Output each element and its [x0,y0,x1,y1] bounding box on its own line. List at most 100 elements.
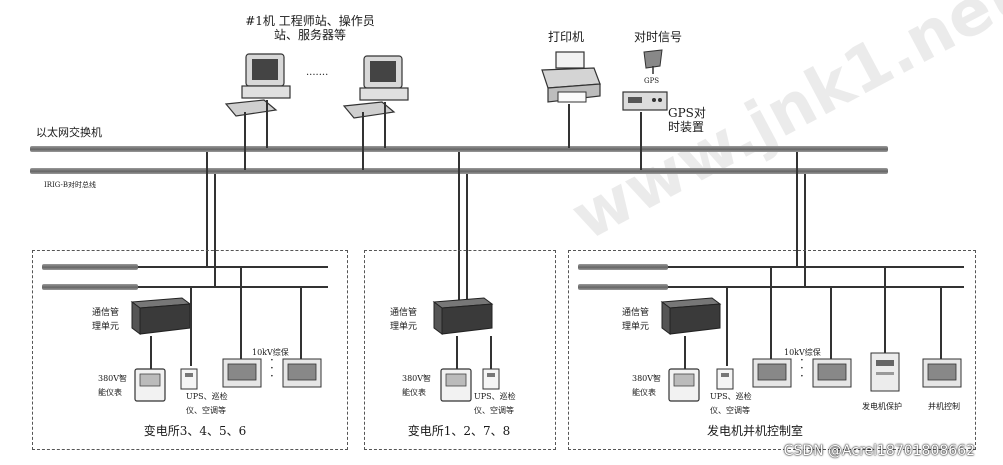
connector-line [726,286,728,366]
communication-unit-icon [660,297,722,335]
zone-bus [42,264,138,270]
dots-icon: ··· [800,353,804,383]
ellipsis-label: ....... [306,67,329,78]
watermark: www.jnk1.net [560,0,1003,256]
printer-icon [541,51,601,103]
grid-control-label: 并机控制 [928,402,960,411]
ups-icon [482,368,500,390]
zone-3-title: 发电机并机控制室 [706,424,803,438]
zone-bus [578,264,668,270]
connector-line [362,112,364,170]
zone-1-title: 变电所3、4、5、6 [143,424,247,438]
meter-label: 380V智 能仪表 [402,372,431,400]
workstations-label-line1: #1机 工程师站、操作员 [245,14,375,28]
meter-label-line2: 能仪表 [402,388,426,397]
protection-relay-icon [752,358,792,388]
zone-bus [578,284,668,290]
workstations-label: #1机 工程师站、操作员 站、服务器等 [240,14,380,42]
ups-label-line1: UPS、巡检 [474,392,516,401]
zone-bus-line [668,266,964,268]
protect-10kv-label: 10kV综保 [252,348,289,357]
grid-control-icon [922,358,962,388]
gps-antenna-icon [643,49,663,74]
gen-protect-label: 发电机保护 [862,402,902,411]
ups-icon [180,368,198,390]
csdn-signature: CSDN @Acrel18701808662 [783,443,975,459]
comm-unit-label: 通信管 理单元 [92,306,119,334]
meter-label: 380V智 能仪表 [98,372,127,400]
ups-label-line2: 仪、空调等 [474,406,514,415]
dots-icon: ··· [270,353,274,383]
riser-line [206,152,208,266]
gps-antenna-label: GPS [644,77,660,85]
riser-line [796,152,798,266]
communication-unit-icon [432,297,494,335]
generator-protection-icon [870,352,900,392]
connector-line [830,286,832,360]
connector-line [150,336,152,370]
meter-label-line2: 能仪表 [632,388,656,397]
gps-device-label-line2: 时装置 [668,120,705,134]
comm-unit-label: 通信管 理单元 [622,306,649,334]
connector-line [684,336,686,370]
workstation-icon [224,53,291,117]
connector-line [490,336,492,370]
comm-unit-label-line1: 通信管 [92,308,120,318]
printer-label: 打印机 [548,30,585,44]
workstation-icon [342,55,409,119]
gps-device-label-line1: GPS对 [668,106,706,120]
protect-10kv-label: 10kV综保 [784,348,821,357]
zone-bus-line [138,286,328,288]
connector-line [240,266,242,360]
riser-line [214,174,216,286]
ups-label: UPS、巡检 仪、空调等 [710,390,752,418]
communication-unit-icon [130,297,192,335]
protection-relay-icon [282,358,322,388]
connector-line [940,286,942,360]
comm-unit-label-line1: 通信管 [390,308,418,318]
comm-unit-label: 通信管 理单元 [390,306,417,334]
gps-device-icon [622,91,668,111]
ups-label: UPS、巡检 仪、空调等 [186,390,228,418]
ups-label-line2: 仪、空调等 [710,406,750,415]
connector-line [300,286,302,360]
time-signal-label: 对时信号 [634,30,683,44]
meter-label: 380V智 能仪表 [632,372,661,400]
ups-icon [716,368,734,390]
ethernet-switch-label: 以太网交换机 [36,126,102,139]
riser-line [466,174,468,302]
substation-zone-1 [32,250,348,450]
comm-unit-label-line2: 理单元 [390,322,418,332]
smart-meter-icon [668,368,700,402]
gps-device-label: GPS对 时装置 [668,106,706,134]
connector-line [190,286,192,366]
ups-label-line1: UPS、巡检 [710,392,752,401]
comm-unit-label-line1: 通信管 [622,308,650,318]
meter-label-line1: 380V智 [402,374,432,383]
substation-zone-2 [364,250,556,450]
zone-bus [42,284,138,290]
meter-label-line2: 能仪表 [98,388,122,397]
comm-unit-label-line2: 理单元 [92,322,120,332]
connector-line [770,266,772,360]
connector-line [640,112,642,170]
connector-line [266,100,268,148]
connector-line [884,266,886,354]
connector-line [456,336,458,370]
ups-label-line1: UPS、巡检 [186,392,228,401]
comm-unit-label-line2: 理单元 [622,322,650,332]
ups-label-line2: 仪、空调等 [186,406,226,415]
connector-line [244,112,246,170]
meter-label-line1: 380V智 [98,374,128,383]
meter-label-line1: 380V智 [632,374,662,383]
riser-line [458,152,460,302]
connector-line [568,104,570,148]
protection-relay-icon [812,358,852,388]
connector-line [384,102,386,148]
zone-bus-line [138,266,328,268]
zone-2-title: 变电所1、2、7、8 [407,424,511,438]
ethernet-switch-bus [30,146,888,152]
protection-relay-icon [222,358,262,388]
riser-line [804,174,806,286]
